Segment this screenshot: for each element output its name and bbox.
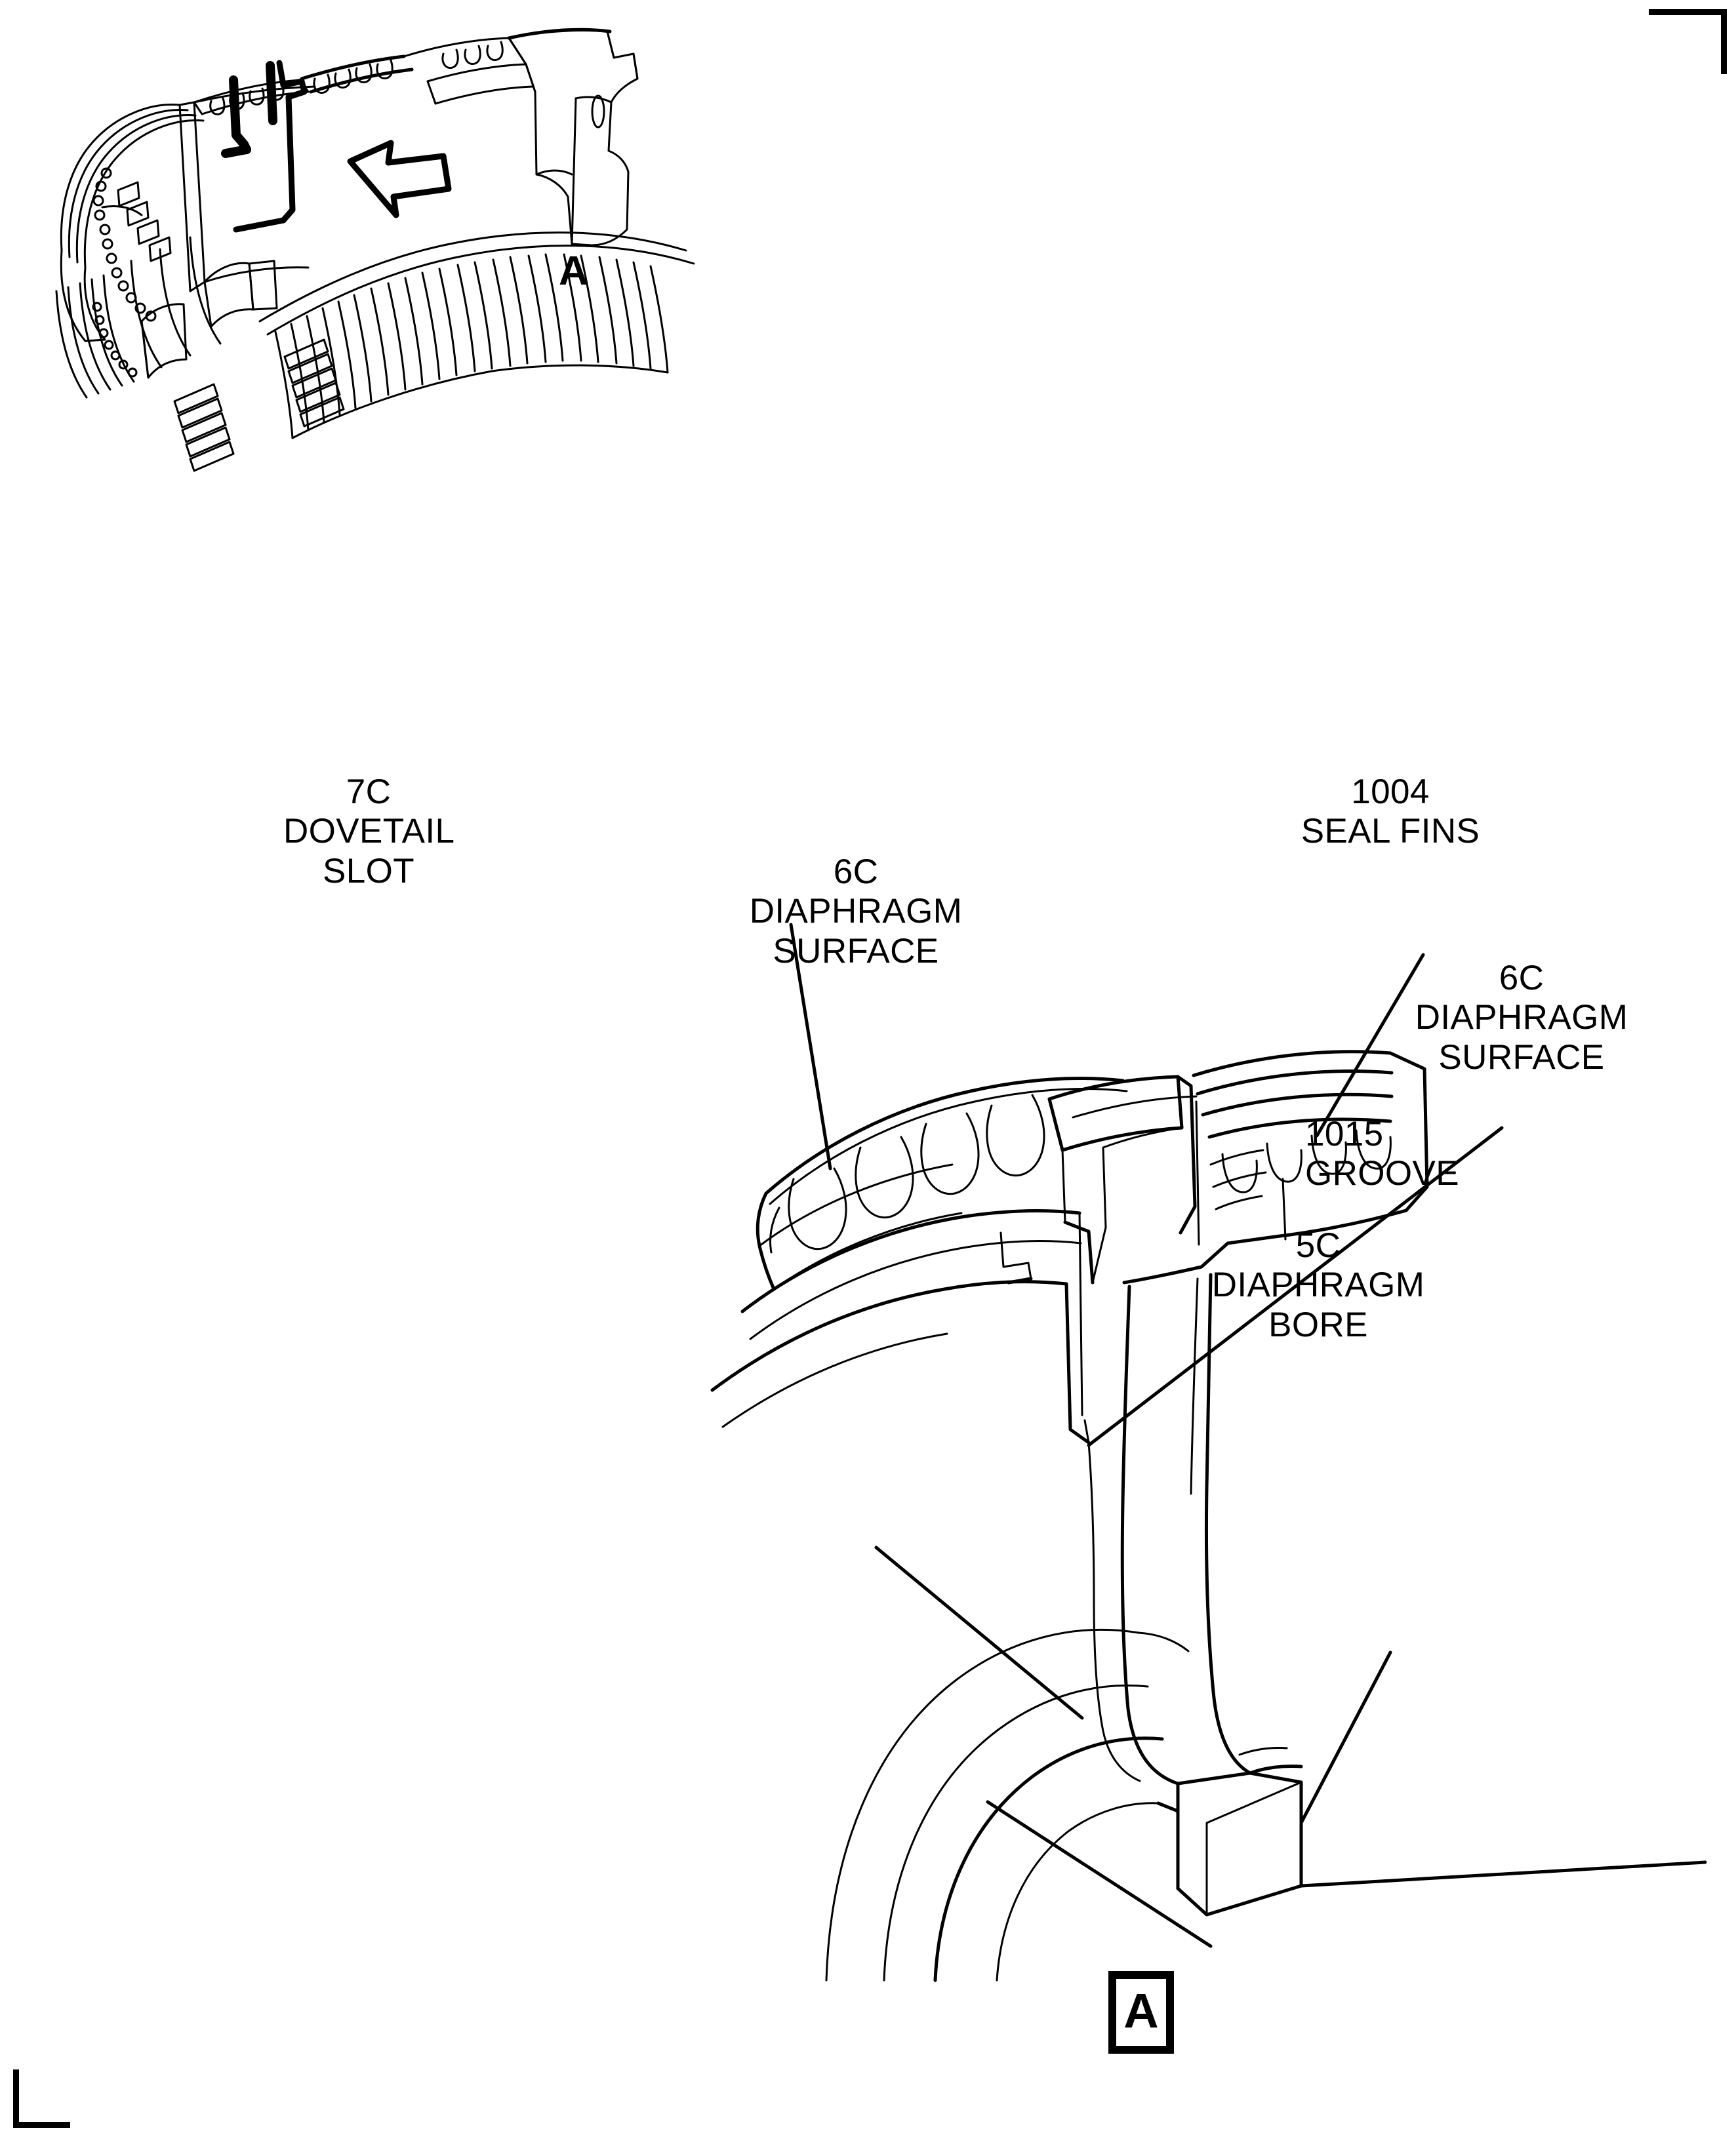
iso-labyrinth-teeth <box>101 181 172 262</box>
iso-left-ring-stack <box>60 104 205 342</box>
web-shelf <box>710 1209 1091 1445</box>
iso-rotor-body <box>55 28 695 472</box>
callout-seal-fins: 1004 SEAL FINS <box>1301 772 1480 851</box>
iso-forward-disc <box>508 29 639 247</box>
platform-block <box>999 1075 1198 1285</box>
diaphragm-bore-arcs <box>825 1628 1190 1982</box>
iso-blade-rows <box>258 231 695 439</box>
leader-dovetail-slot <box>789 923 832 1170</box>
dovetail-crest-band <box>756 1077 1128 1291</box>
callout-diaphragm-bore: 5C DIAPHRAGM BORE <box>1211 1226 1425 1344</box>
bottom-flange <box>1176 1747 1707 1917</box>
upper-inner-shelf <box>758 1163 963 1290</box>
callout-dovetail-slot: 7C DOVETAIL SLOT <box>283 772 455 890</box>
leader-diaphragm-right <box>1299 1650 1392 1825</box>
leader-diaphragm-left <box>874 1546 1084 1720</box>
rotor-assembly-iso-drawing <box>55 28 695 472</box>
leader-groove <box>1087 1126 1504 1447</box>
iso-disc-webs-left <box>178 85 316 328</box>
view-identifier-letter: A <box>1123 1984 1159 2038</box>
iso-lower-bolt-dots <box>92 302 138 378</box>
callout-diaphragm-surface-right: 6C DIAPHRAGM SURFACE <box>1415 959 1628 1077</box>
iso-view-arrow-label: A <box>559 249 588 294</box>
view-arrow-a-icon <box>347 140 452 218</box>
iso-section-cut-bold <box>233 60 308 233</box>
iso-left-cutface <box>140 303 188 379</box>
detail-view-a-drawing <box>710 923 1707 1982</box>
iso-dovetail-teeth-center <box>313 59 394 94</box>
callout-groove: 1015 GROOVE <box>1305 1115 1460 1193</box>
iso-blade-roots <box>173 338 345 472</box>
iso-lower-shroud-arcs <box>55 236 222 399</box>
iso-section-cut-outline <box>221 61 277 158</box>
view-identifier-box: A <box>1108 1971 1174 2054</box>
crop-mark-bottom-left-icon <box>13 2069 70 2128</box>
iso-dovetail-ridge-center <box>300 54 414 94</box>
crop-mark-top-right-icon <box>1649 9 1727 74</box>
leader-seal-fins <box>1315 953 1425 1138</box>
central-web-stem <box>1087 1273 1252 1786</box>
leader-diaphragm-bore <box>986 1800 1213 1948</box>
callout-diaphragm-surface-left: 6C DIAPHRAGM SURFACE <box>749 852 963 970</box>
iso-forward-disc-outline <box>507 28 612 40</box>
leader-lines <box>789 923 1504 1948</box>
